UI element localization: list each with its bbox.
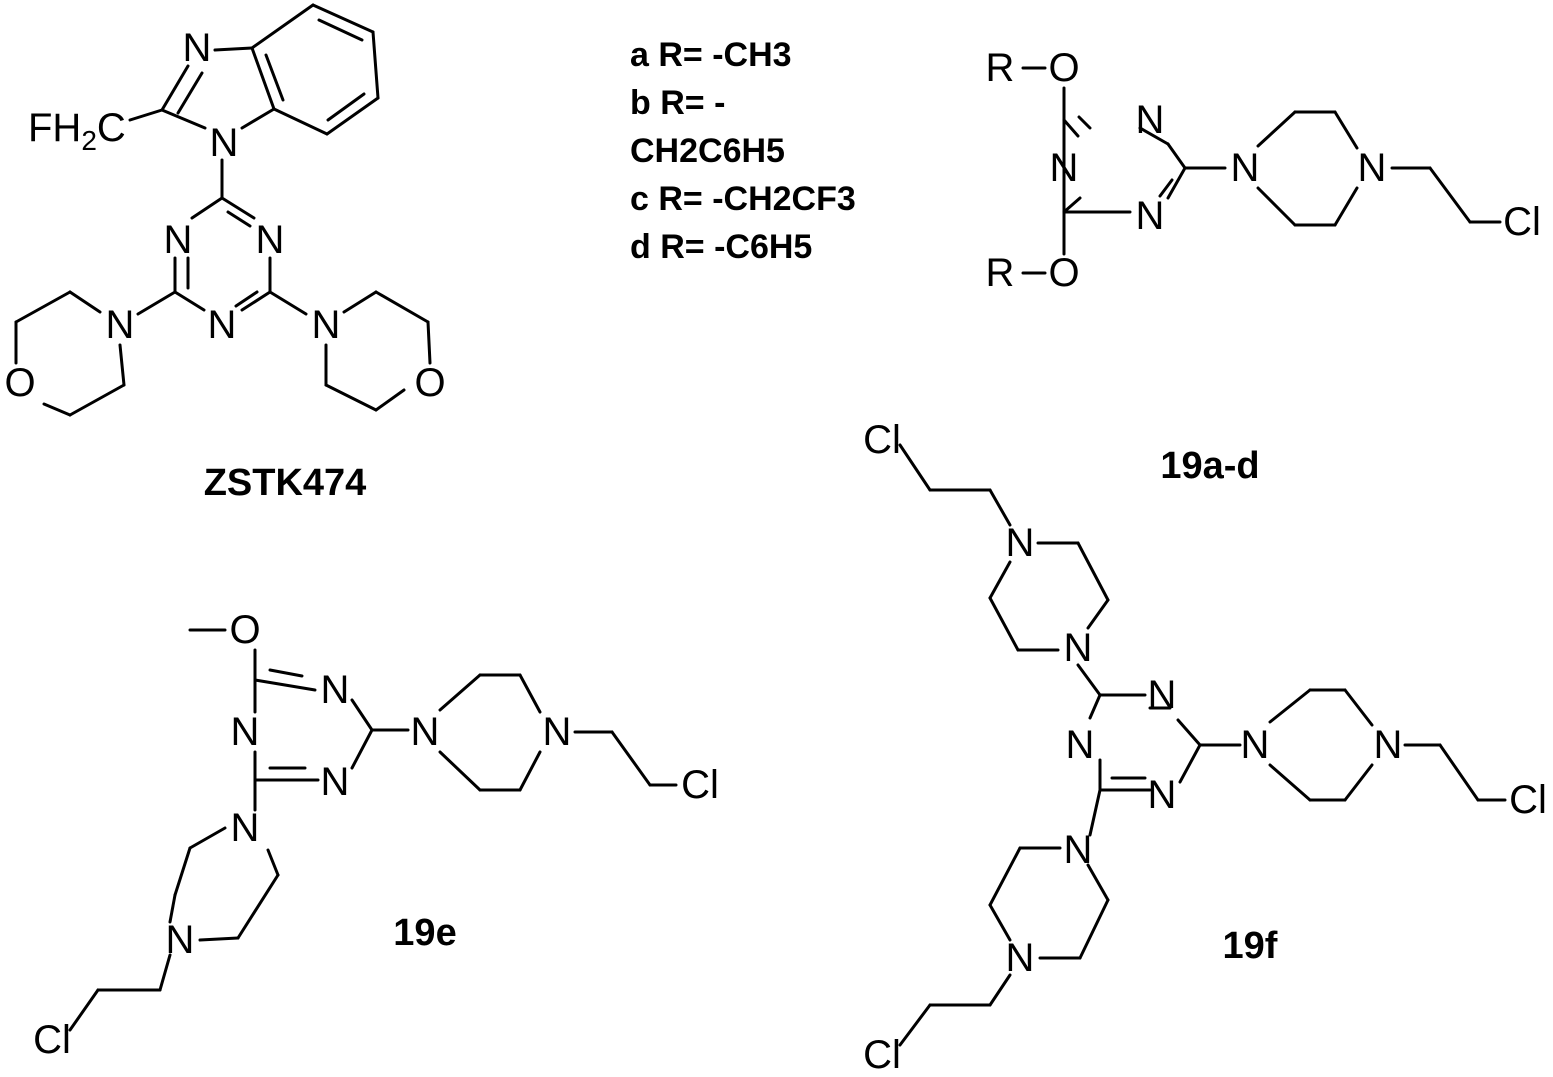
atom-o: O <box>1048 251 1079 295</box>
atom-cl: Cl <box>33 1018 71 1062</box>
r-group-b: b R= - <box>630 84 725 122</box>
fluoromethyl-group: FH2C <box>28 106 126 156</box>
atom-cl: Cl <box>863 1033 901 1077</box>
atom-n: N <box>164 218 193 262</box>
atom-n: N <box>183 26 212 70</box>
atom-fh: FH <box>28 106 81 150</box>
atom-n: N <box>1231 146 1260 190</box>
subscript-2: 2 <box>81 125 97 156</box>
atom-o: O <box>414 361 445 405</box>
r-group-a: a R= -CH3 <box>630 36 792 74</box>
structure-19a-d: R O N N N R O N N Cl 19a-d <box>986 46 1541 487</box>
atom-n: N <box>1374 723 1403 767</box>
compound-label-zstk474: ZSTK474 <box>204 462 367 504</box>
atom-r: R <box>986 46 1015 90</box>
structure-19f: Cl N N N N N N N Cl N N Cl 19f <box>863 418 1547 1077</box>
structure-zstk474: N N N N N N N O O FH2C ZSTK474 <box>4 3 446 504</box>
atom-n: N <box>231 806 260 850</box>
atom-n: N <box>1241 723 1270 767</box>
atom-o: O <box>4 361 35 405</box>
atom-n: N <box>321 760 350 804</box>
atom-n: N <box>1064 828 1093 872</box>
atom-n: N <box>1358 146 1387 190</box>
atom-n: N <box>166 918 195 962</box>
atom-n: N <box>231 710 260 754</box>
r-group-c: c R= -CH2CF3 <box>630 180 856 218</box>
r-group-d: d R= -C6H5 <box>630 228 812 266</box>
atom-n: N <box>411 710 440 754</box>
atom-cl: Cl <box>1509 778 1547 822</box>
atom-n: N <box>1006 521 1035 565</box>
atom-n: N <box>1050 146 1079 190</box>
atom-cl: Cl <box>863 418 901 462</box>
atom-o: O <box>1048 46 1079 90</box>
r-group-list: a R= -CH3 b R= - CH2C6H5 c R= -CH2CF3 d … <box>630 36 856 266</box>
atom-n: N <box>106 303 135 347</box>
atom-cl: Cl <box>681 763 719 807</box>
atom-n: N <box>256 218 285 262</box>
atom-n: N <box>1136 194 1165 238</box>
atom-r: R <box>986 251 1015 295</box>
atom-n: N <box>543 710 572 754</box>
atom-n: N <box>312 303 341 347</box>
structure-19e: O N N N N N Cl N N Cl 19e <box>33 608 719 1062</box>
compound-label-19e: 19e <box>393 912 456 954</box>
atom-n: N <box>1006 936 1035 980</box>
atom-n: N <box>210 121 239 165</box>
atom-n: N <box>1148 673 1177 717</box>
atom-n: N <box>1066 723 1095 767</box>
atom-n: N <box>1136 98 1165 142</box>
atom-n: N <box>321 668 350 712</box>
atom-cl: Cl <box>1503 200 1541 244</box>
atom-n: N <box>1064 626 1093 670</box>
atom-c: C <box>97 106 126 150</box>
atom-n: N <box>208 303 237 347</box>
compound-label-19a-d: 19a-d <box>1160 445 1259 487</box>
atom-o: O <box>229 608 260 652</box>
compound-label-19f: 19f <box>1223 925 1278 967</box>
atom-n: N <box>1148 773 1177 817</box>
r-group-b-continued: CH2C6H5 <box>630 132 785 170</box>
